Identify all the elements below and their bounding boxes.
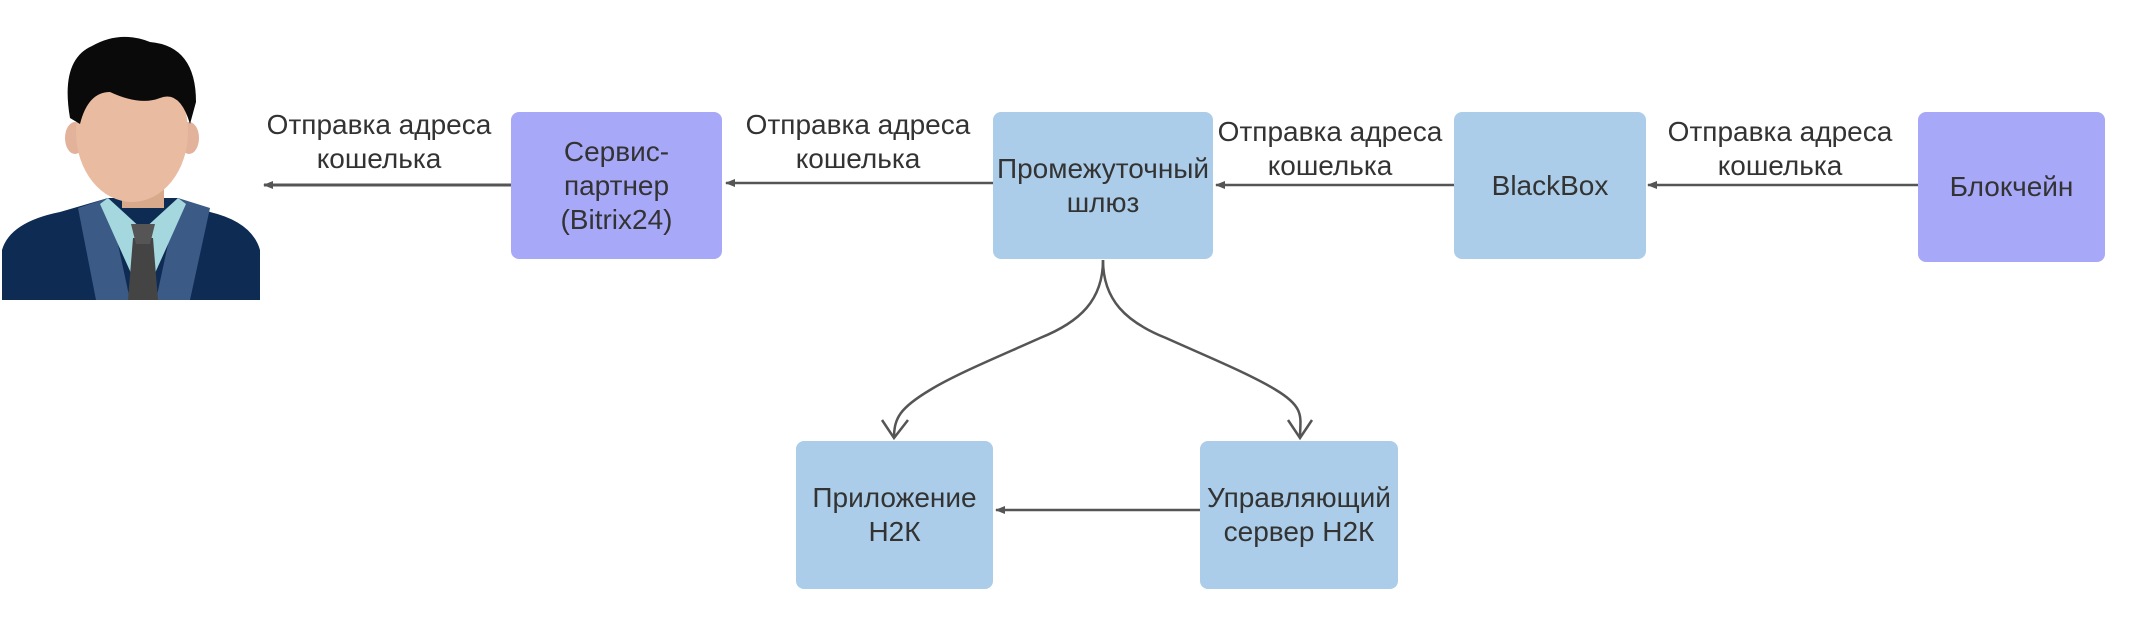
node-partner-line1: Сервис-партнер xyxy=(563,135,670,201)
edge-label-to-blackbox-line1: Отправка адреса xyxy=(1667,116,1893,147)
edge-label-to-user-line1: Отправка адреса xyxy=(266,109,492,140)
node-app-line2: Н2К xyxy=(868,516,921,547)
edge-label-to-gateway: Отправка адреса кошелька xyxy=(1210,115,1450,183)
edge-label-to-blackbox-line2: кошелька xyxy=(1717,150,1843,181)
node-partner: Сервис-партнер(Bitrix24) xyxy=(511,112,722,259)
node-server-line1: Управляющий xyxy=(1207,482,1391,513)
arrowhead-server xyxy=(1286,419,1314,441)
node-blackbox-line1: BlackBox xyxy=(1491,169,1609,201)
edge-gateway-to-server xyxy=(1101,259,1302,439)
node-blockchain-line1: Блокчейн xyxy=(1949,171,2074,202)
businessman-avatar-icon xyxy=(2,36,260,300)
arrowhead-app xyxy=(880,419,909,441)
edge-label-to-user: Отправка адреса кошелька xyxy=(259,108,499,176)
node-blockchain: Блокчейн xyxy=(1918,112,2105,262)
node-blackbox: BlackBox xyxy=(1454,112,1646,259)
node-gateway-line2: шлюз xyxy=(1066,186,1140,218)
node-gateway-line1: Промежуточный xyxy=(996,152,1210,184)
edge-gateway-to-app xyxy=(892,259,1105,439)
edge-label-to-partner: Отправка адреса кошелька xyxy=(738,108,978,176)
edge-label-to-partner-line2: кошелька xyxy=(795,143,921,174)
node-app-line1: Приложение xyxy=(812,482,977,513)
edge-label-to-gateway-line2: кошелька xyxy=(1267,150,1393,181)
node-partner-line2: (Bitrix24) xyxy=(560,203,673,235)
edge-label-to-partner-line1: Отправка адреса xyxy=(745,109,971,140)
edge-label-to-user-line2: кошелька xyxy=(316,143,442,174)
node-server-line2: сервер Н2К xyxy=(1223,516,1375,547)
edge-label-to-blackbox: Отправка адреса кошелька xyxy=(1660,115,1900,183)
edge-label-to-gateway-line1: Отправка адреса xyxy=(1217,116,1443,147)
